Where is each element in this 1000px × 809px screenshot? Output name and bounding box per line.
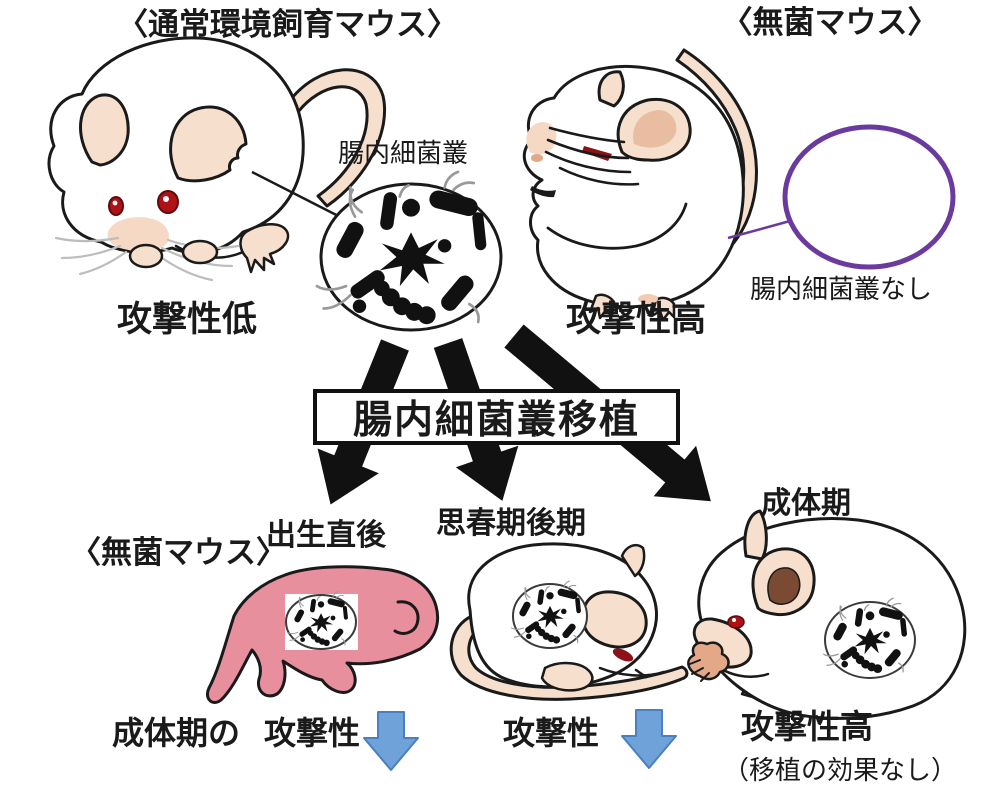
adult-mouse-illustration — [687, 509, 967, 720]
transplant-box-label: 腸内細菌叢移植 — [352, 398, 640, 443]
empty-circle-pointer-line — [727, 219, 791, 240]
result-newborn-word: 攻撃性 — [264, 714, 361, 752]
label-germfree-recipient: 〈無菌マウス〉 — [70, 535, 287, 571]
label-no-gut-microbiota: 腸内細菌叢なし — [750, 275, 933, 305]
label-gut-microbiota: 腸内細菌叢 — [338, 139, 469, 169]
label-result-newborn: 成体期の 攻撃性 — [112, 714, 361, 752]
normal-mouse-illustration — [47, 36, 386, 282]
adolescent-mouse-illustration — [449, 542, 689, 701]
label-stage-adult: 成体期 — [761, 486, 851, 521]
label-stage-late-adolescence: 思春期後期 — [436, 506, 586, 541]
microbiota-pointer-line — [251, 170, 353, 225]
adolescent-microbiota-circle — [510, 580, 588, 649]
decrease-arrows — [363, 709, 677, 771]
decrease-arrow-icon-adolescent — [621, 709, 677, 769]
transplant-box: 腸内細菌叢移植 — [313, 389, 680, 445]
grooming-paw-lines — [544, 126, 640, 186]
label-stage-newborn: 出生直後 — [266, 518, 386, 553]
title-normal-mouse: 〈通常環境飼育マウス〉 — [117, 7, 458, 43]
title-germfree-mouse: 〈無菌マウス〉 — [721, 5, 939, 41]
empty-microbiota-circle — [782, 124, 956, 270]
gut-microbiota-circle — [315, 170, 503, 332]
adult-microbiota-circle — [823, 597, 916, 679]
normal-mouse-eyes — [108, 190, 179, 216]
germfree-mouse-illustration — [522, 48, 758, 322]
label-result-adult-note: （移植の効果なし） — [723, 756, 958, 786]
result-newborn-prefix: 成体期の — [112, 714, 241, 752]
label-aggression-high: 攻撃性高 — [566, 300, 707, 340]
label-result-adolescence: 攻撃性 — [503, 714, 600, 752]
label-result-adult: 攻撃性高 — [741, 707, 873, 746]
label-aggression-low: 攻撃性低 — [117, 300, 258, 340]
decrease-arrow-icon-newborn — [363, 711, 419, 771]
newborn-mouse-illustration — [206, 565, 440, 704]
newborn-microbiota-circle — [285, 591, 357, 650]
